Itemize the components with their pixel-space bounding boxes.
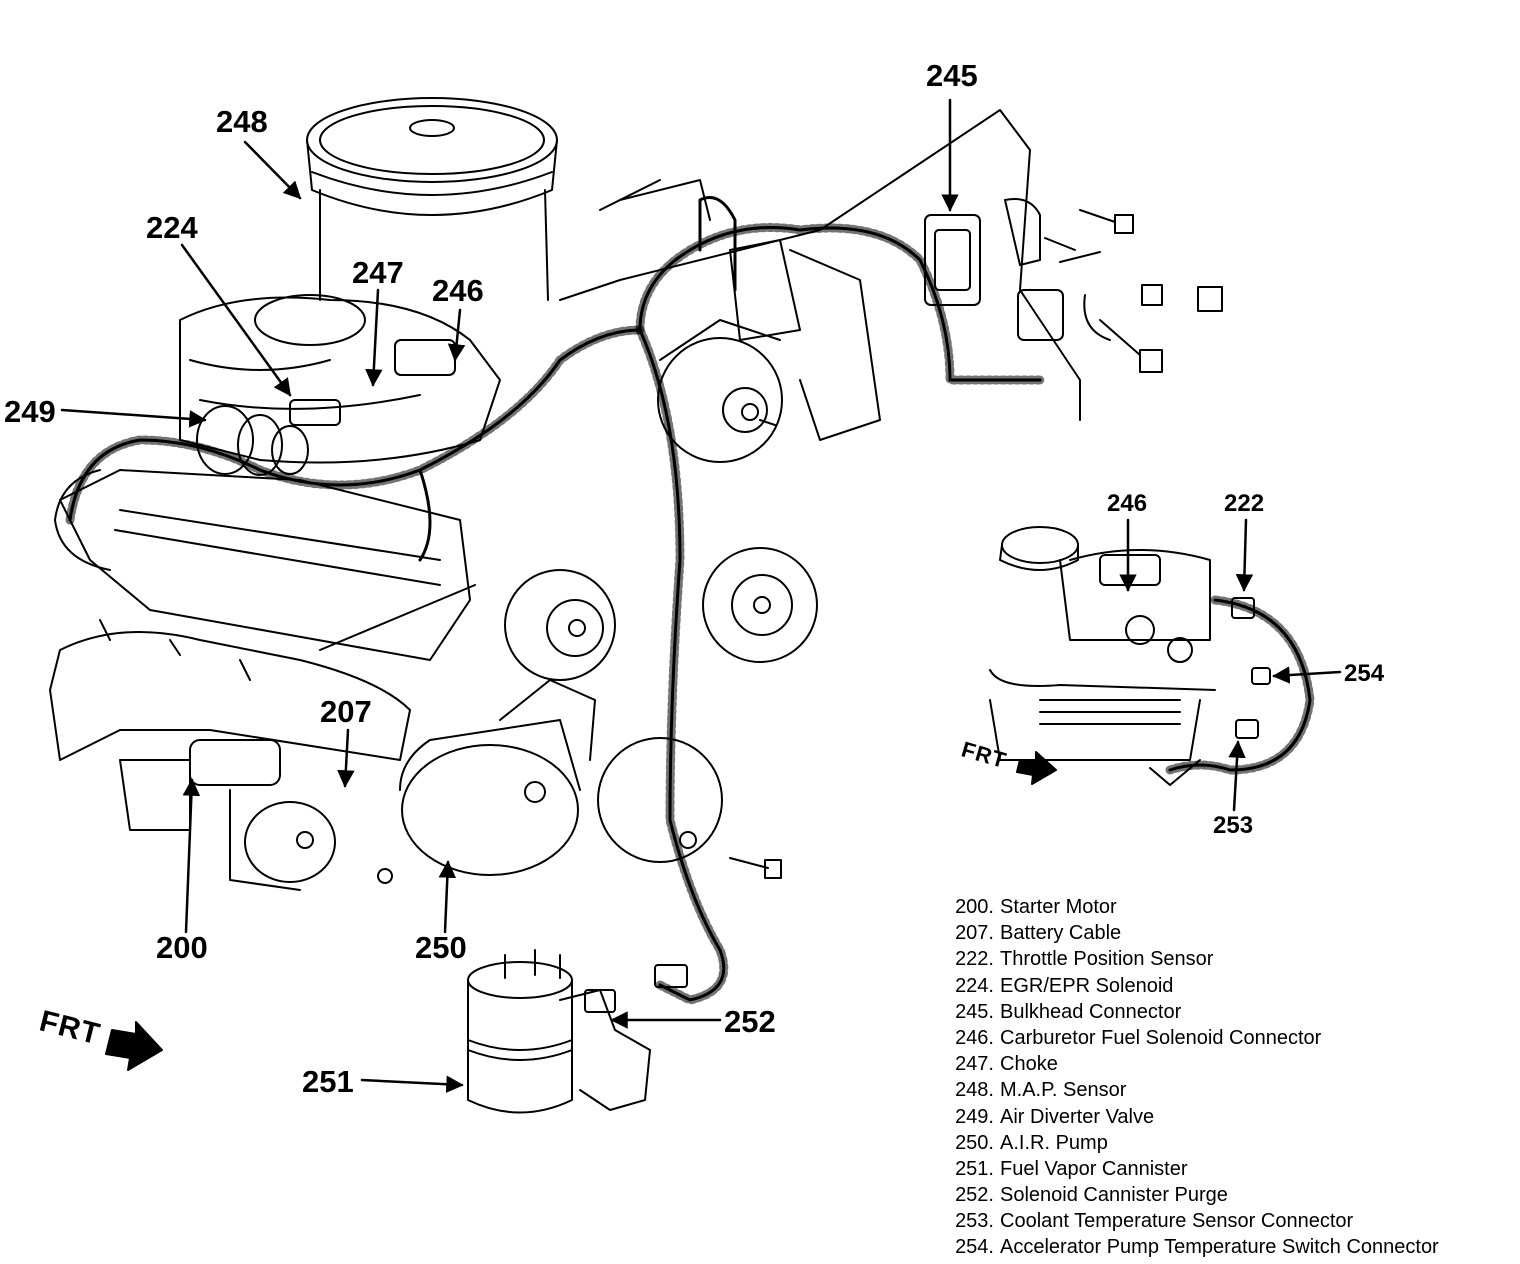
wiring-harness [65, 196, 1045, 1005]
callout-253: 253 [1213, 812, 1254, 839]
callout-247: 247 [352, 255, 404, 290]
legend-item: 247.Choke [955, 1053, 1058, 1076]
firewall [559, 109, 1081, 441]
callout-251: 251 [302, 1064, 354, 1099]
legend-item: 222.Throttle Position Sensor [955, 948, 1214, 971]
callout-246: 246 [432, 273, 484, 308]
legend-item: 249.Air Diverter Valve [955, 1105, 1155, 1128]
starter-motor [119, 739, 393, 891]
air-diverter-valve [196, 405, 309, 476]
callout-249: 249 [4, 394, 56, 429]
callout-224: 224 [146, 210, 198, 245]
leader-lines [60, 98, 1342, 1093]
parts-legend: 200.Starter Motor 207.Battery Cable 222.… [936, 894, 1516, 1261]
air-pump [399, 679, 596, 876]
legend-item: 224.EGR/EPR Solenoid [955, 974, 1174, 997]
callout-245: 245 [926, 58, 978, 93]
callout-250: 250 [415, 930, 467, 965]
legend-item: 252.Solenoid Cannister Purge [955, 1184, 1228, 1207]
carburetor-inset [989, 526, 1315, 786]
legend-item: 251.Fuel Vapor Cannister [955, 1157, 1188, 1180]
exhaust-manifold [49, 619, 411, 761]
callout-207: 207 [320, 694, 372, 729]
callout-254: 254 [1344, 660, 1385, 687]
legend-item: 200.Starter Motor [955, 896, 1117, 918]
callout-200: 200 [156, 930, 208, 965]
legend-item: 250.A.I.R. Pump [955, 1131, 1108, 1154]
callout-248: 248 [216, 104, 268, 139]
legend-item: 254.Accelerator Pump Temperature Switch … [955, 1236, 1439, 1259]
bulkhead-connector [924, 198, 1223, 373]
callout-252: 252 [724, 1004, 776, 1039]
front-arrow-icon [105, 1021, 163, 1071]
carburetor-intake [179, 294, 501, 464]
front-arrow-icon-inset [1016, 751, 1057, 785]
alternator [657, 319, 783, 463]
engine-block [54, 469, 471, 661]
callout-246-inset: 246 [1107, 490, 1148, 517]
legend-item: 246.Carburetor Fuel Solenoid Connector [955, 1026, 1322, 1049]
legend-item: 248.M.A.P. Sensor [955, 1079, 1127, 1102]
legend-item: 207.Battery Cable [955, 922, 1122, 945]
pulleys [504, 547, 818, 879]
air-cleaner [306, 97, 558, 301]
callout-222: 222 [1224, 490, 1265, 517]
fuel-vapor-cannister [467, 949, 688, 1114]
legend-item: 245.Bulkhead Connector [955, 1000, 1182, 1023]
legend-item: 253.Coolant Temperature Sensor Connector [955, 1210, 1354, 1233]
